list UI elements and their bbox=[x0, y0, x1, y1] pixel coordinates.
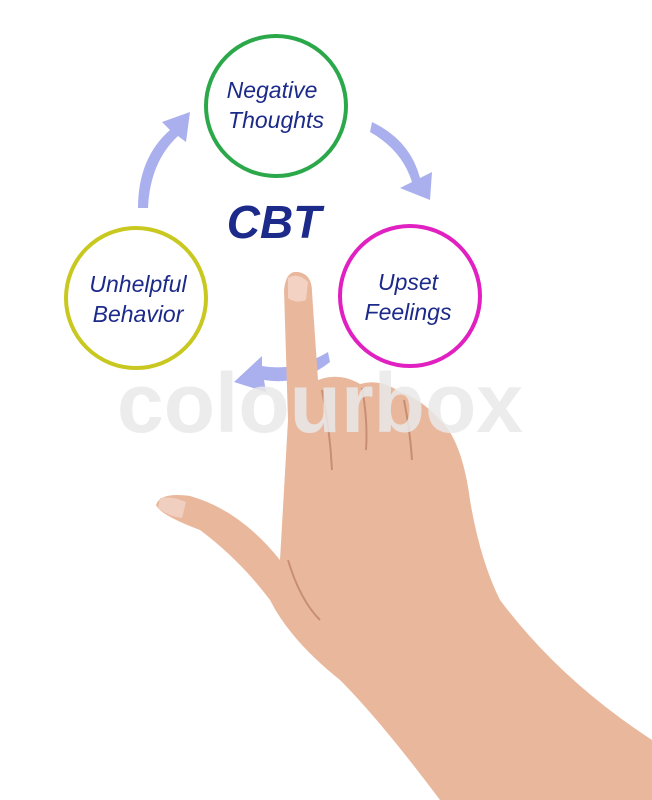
node-label-line2: Feelings bbox=[365, 299, 452, 325]
center-title: CBT bbox=[227, 196, 325, 248]
circle-upset-feelings bbox=[338, 224, 482, 368]
arrow-behavior-to-thoughts bbox=[138, 112, 190, 208]
node-label-line2: Thoughts bbox=[228, 107, 324, 133]
arrow-thoughts-to-feelings bbox=[370, 122, 432, 200]
node-label-line1: Negative bbox=[227, 77, 318, 103]
pointing-hand bbox=[156, 271, 652, 800]
circle-negative-thoughts bbox=[204, 34, 348, 178]
circle-unhelpful-behavior bbox=[64, 226, 208, 370]
watermark: colourbox bbox=[117, 356, 523, 450]
node-label-line1: Unhelpful bbox=[89, 271, 187, 297]
node-label-line1: Upset bbox=[378, 269, 440, 295]
cycle-arrows bbox=[138, 112, 432, 392]
node-label-line2: Behavior bbox=[93, 301, 185, 327]
arrow-feelings-to-behavior bbox=[234, 352, 330, 392]
